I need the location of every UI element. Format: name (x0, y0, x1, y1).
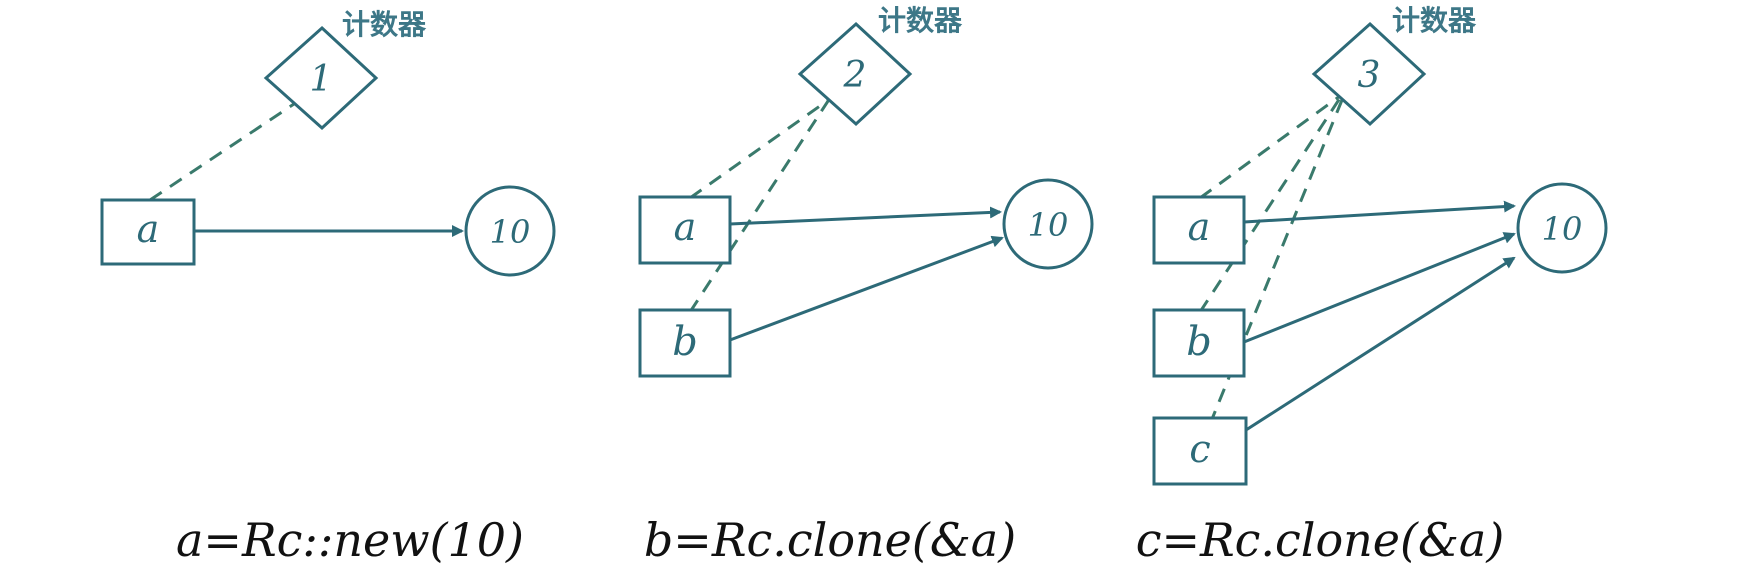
pointer-arrow-b (729, 235, 1004, 342)
panel-3: 计数器 3 a b c 10 (1136, 4, 1608, 567)
variable-box-c: c (1152, 416, 1248, 486)
pointer-arrow-c (1245, 256, 1516, 432)
reference-dashed-line-a (689, 94, 835, 200)
code-caption: a=Rc::new(10) (176, 513, 524, 567)
counter-label: 计数器 (1392, 4, 1477, 37)
variable-label: a (137, 207, 160, 251)
counter-label: 计数器 (878, 4, 963, 37)
value-label: 10 (1542, 210, 1583, 248)
counter-value: 2 (843, 55, 867, 96)
value-circle: 10 (1002, 178, 1094, 270)
panel-2: 计数器 2 a b 10 b=Rc.clone(&a) (638, 4, 1094, 567)
variable-box-a: a (638, 195, 732, 265)
counter-diamond: 2 (797, 21, 913, 127)
variable-box-a: a (1152, 195, 1246, 265)
counter-value: 1 (310, 59, 333, 100)
counter-label: 计数器 (342, 8, 427, 41)
pointer-arrow-b (1243, 232, 1516, 344)
reference-dashed-line-b (1198, 97, 1342, 313)
code-caption: c=Rc.clone(&a) (1136, 513, 1505, 567)
value-circle: 10 (464, 185, 556, 277)
reference-dashed-line-a (1199, 94, 1341, 200)
value-label: 10 (490, 213, 531, 251)
pointer-arrow-a (729, 206, 1002, 226)
variable-box-a: a (100, 198, 196, 266)
counter-diamond: 1 (263, 25, 379, 131)
code-caption: b=Rc.clone(&a) (644, 513, 1016, 567)
variable-label: b (672, 319, 698, 365)
variable-label: c (1189, 427, 1210, 471)
panel-1: 计数器 1 a 10 a=Rc::new(10) (100, 8, 556, 567)
variable-label: a (674, 205, 697, 249)
variable-box-b: b (1152, 308, 1246, 378)
reference-dashed-line-a (149, 98, 301, 202)
value-circle: 10 (1516, 182, 1608, 274)
counter-value: 3 (1358, 55, 1381, 96)
pointer-arrow-a (1243, 200, 1516, 224)
variable-box-b: b (638, 308, 732, 378)
value-label: 10 (1028, 206, 1069, 244)
reference-dashed-line-b (688, 97, 832, 313)
variable-label: a (1188, 205, 1211, 249)
variable-label: b (1186, 319, 1212, 365)
counter-diamond: 3 (1311, 21, 1427, 127)
